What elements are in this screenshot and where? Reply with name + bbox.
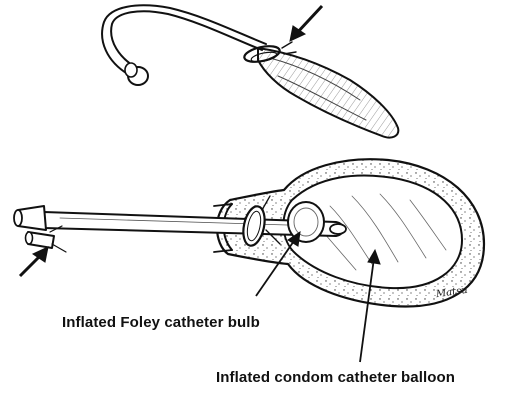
condom-balloon-label: Inflated condom catheter balloon — [216, 369, 455, 386]
bottom-balloon-assembly — [14, 159, 484, 306]
foley-bulb-label: Inflated Foley catheter bulb — [62, 314, 260, 331]
top-condom-sheath — [258, 48, 398, 138]
top-catheter-assembly — [102, 5, 398, 137]
bottom-left-arrow — [20, 247, 48, 276]
top-arrow — [290, 6, 322, 41]
top-catheter-tube — [111, 11, 262, 70]
